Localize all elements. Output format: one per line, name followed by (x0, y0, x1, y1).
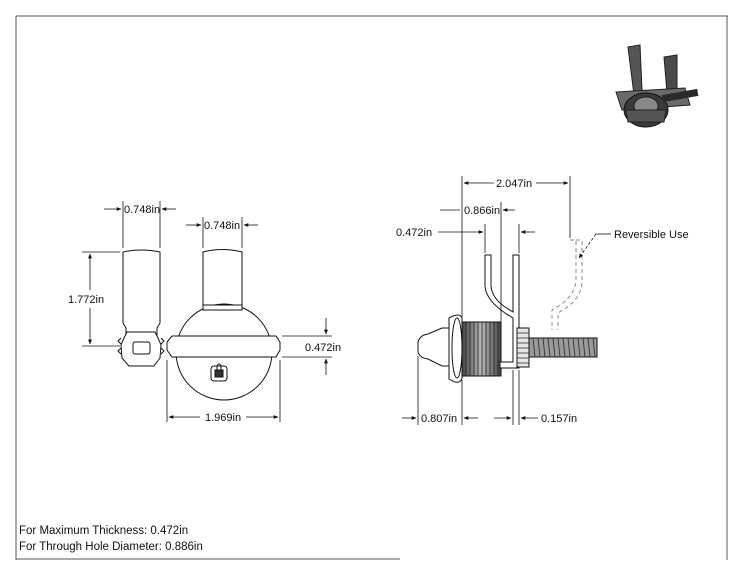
side-view (417, 239, 598, 383)
dimension-labels: 0.748in 0.748in 1.772in 0.472in 1.969in … (68, 178, 689, 425)
dim-front-right-width: 0.748in (204, 220, 240, 232)
dim-side-cam: 0.157in (541, 413, 577, 425)
note-through-hole: For Through Hole Diameter: 0.886in (19, 541, 203, 553)
reversible-use-callout: Reversible Use (614, 229, 689, 241)
lock-icon (216, 363, 222, 370)
dim-handle-height: 0.472in (305, 342, 341, 354)
product-thumbnail (615, 44, 699, 128)
dim-side-offset: 0.866in (464, 205, 500, 217)
sheet-border (15, 15, 728, 560)
dim-side-cap: 0.807in (421, 413, 457, 425)
front-view-right (166, 249, 281, 401)
dim-handle-width: 1.969in (205, 412, 241, 424)
dimension-lines (82, 176, 611, 425)
dim-side-top: 0.472in (396, 227, 432, 239)
front-view-left (117, 249, 165, 367)
dim-front-left-width: 0.748in (124, 204, 160, 216)
note-max-thickness: For Maximum Thickness: 0.472in (19, 525, 189, 537)
dim-front-height: 1.772in (68, 294, 104, 306)
dim-side-total: 2.047in (496, 178, 532, 190)
